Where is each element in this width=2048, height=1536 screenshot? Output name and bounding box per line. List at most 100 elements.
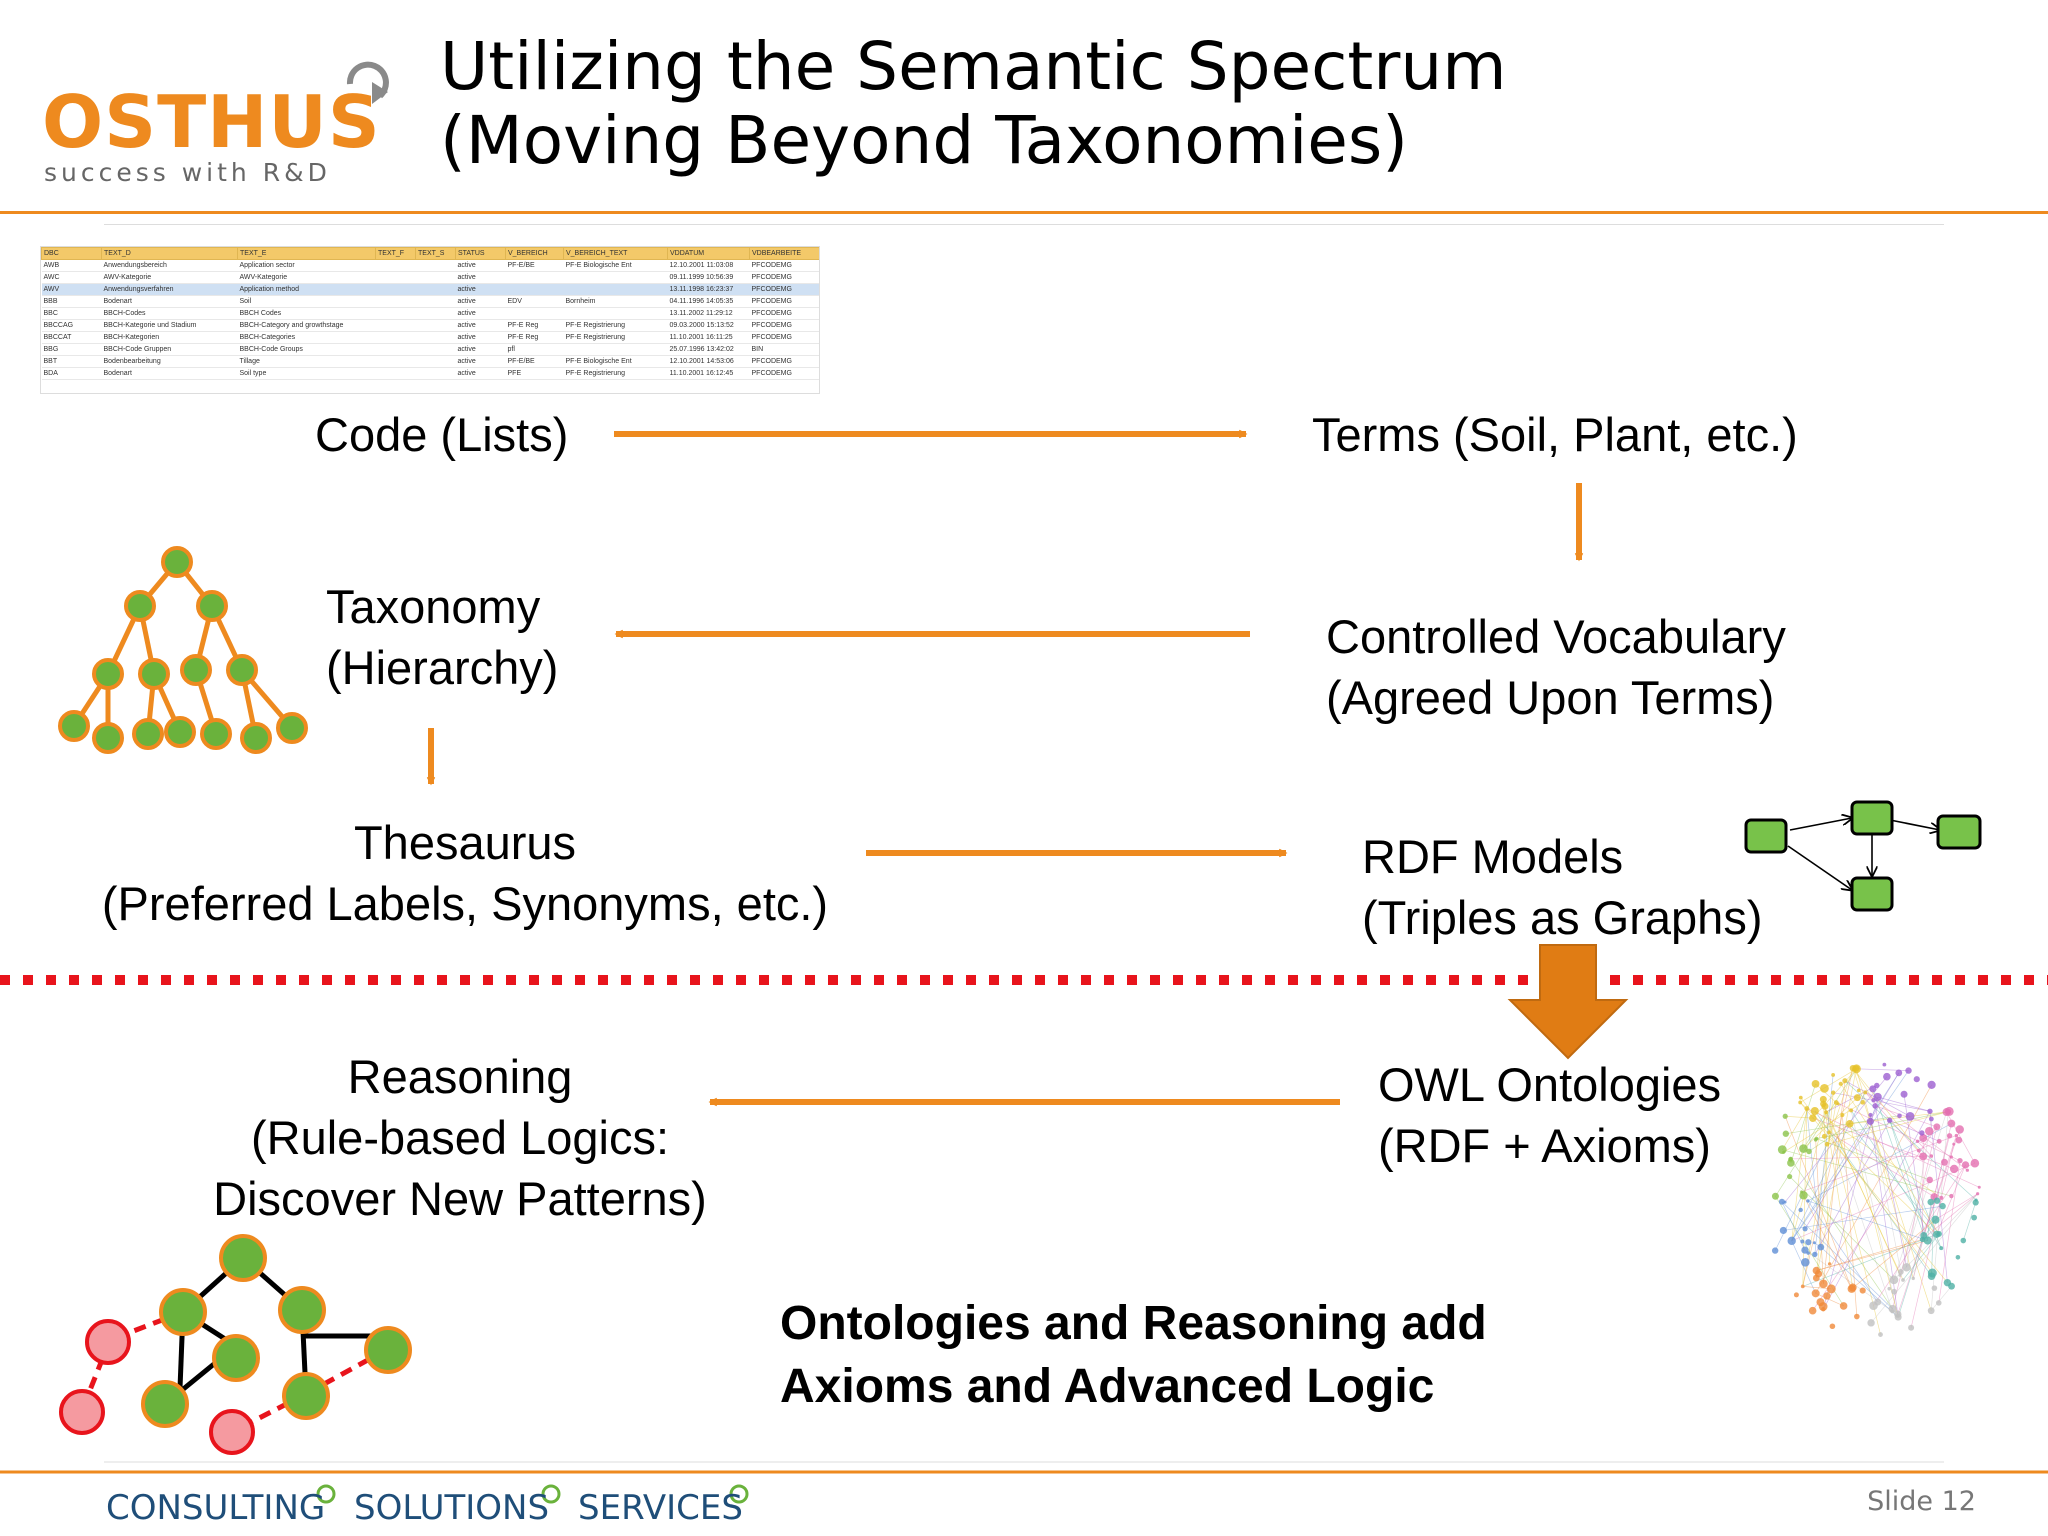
table-cell: PF-E Biologische Ent [563, 259, 668, 272]
table-cell: Bodenbearbeitung [101, 355, 238, 368]
table-cell: Tillage [237, 355, 376, 368]
reasoning-line-3: Discover New Patterns) [213, 1172, 707, 1225]
table-cell: pfl [505, 343, 564, 356]
note-line-1: Ontologies and Reasoning add [780, 1297, 1487, 1350]
table-cell: 09.11.1999 10:56:39 [667, 271, 750, 284]
table-cell: Soil [237, 295, 376, 308]
table-cell [375, 367, 416, 380]
big-down-arrow [1507, 944, 1629, 1060]
table-cell: PF-E Reg [505, 319, 564, 332]
table-cell: PFCODEMG [749, 367, 819, 380]
table-cell: Application method [237, 283, 376, 296]
table-cell [415, 367, 456, 380]
table-cell: 13.11.1998 16:23:37 [667, 283, 750, 296]
table-cell: PF-E Biologische Ent [563, 355, 668, 368]
table-cell [415, 343, 456, 356]
table-cell: Bornheim [563, 295, 668, 308]
table-header-cell: VDBEARBEITE [749, 247, 819, 260]
table-cell [505, 283, 564, 296]
table-cell: active [455, 319, 506, 332]
table-cell: BBCH-Code Gruppen [101, 343, 238, 356]
table-cell: BIN [749, 343, 819, 356]
flow-arrows [431, 434, 1579, 1102]
table-cell: active [455, 295, 506, 308]
table-cell [505, 271, 564, 284]
table-cell: BBCCAT [41, 331, 102, 344]
table-cell [563, 283, 668, 296]
table-cell: 11.10.2001 16:12:45 [667, 367, 750, 380]
table-cell: AWB [41, 259, 102, 272]
title-line-1: Utilizing the Semantic Spectrum [440, 28, 1507, 105]
table-cell: BBB [41, 295, 102, 308]
summary-note: Ontologies and Reasoning add Axioms and … [780, 1292, 1487, 1418]
table-cell: Application sector [237, 259, 376, 272]
table-cell: PFCODEMG [749, 283, 819, 296]
ontology-network-image [1771, 1062, 1981, 1337]
table-cell [415, 271, 456, 284]
table-cell: PFCODEMG [749, 295, 819, 308]
reasoning-line-1: Reasoning [347, 1050, 573, 1103]
title-line-2: (Moving Beyond Taxonomies) [440, 102, 1409, 179]
note-line-2: Axioms and Advanced Logic [780, 1360, 1435, 1413]
thesaurus-line-1: Thesaurus [353, 816, 577, 869]
table-cell [375, 343, 416, 356]
table-cell [375, 295, 416, 308]
table-cell [375, 319, 416, 332]
table-header-cell: DBC [41, 247, 102, 260]
table-cell: Bodenart [101, 367, 238, 380]
owl-line-1: OWL Ontologies [1378, 1058, 1722, 1111]
table-cell: 13.11.2002 11:29:12 [667, 307, 750, 320]
table-cell [415, 331, 456, 344]
table-cell: active [455, 367, 506, 380]
logo-tagline: success with R&D [44, 158, 331, 187]
table-cell: BDA [41, 367, 102, 380]
table-cell: BBCH-Category and growthstage [237, 319, 376, 332]
table-cell [375, 307, 416, 320]
table-cell: BBCH-Kategorien [101, 331, 238, 344]
table-cell: AWV [41, 283, 102, 296]
controlled-vocab-line-2: (Agreed Upon Terms) [1326, 671, 1775, 724]
table-cell [375, 283, 416, 296]
table-cell: PF-E Registrierung [563, 331, 668, 344]
table-cell: Anwendungsverfahren [101, 283, 238, 296]
node-thesaurus: Thesaurus (Preferred Labels, Synonyms, e… [40, 812, 890, 934]
rdf-graph-icon [1744, 800, 1982, 912]
table-cell: Anwendungsbereich [101, 259, 238, 272]
footer-solutions: SOLUTIONS [354, 1488, 550, 1528]
table-cell: active [455, 259, 506, 272]
table-cell: BBC [41, 307, 102, 320]
table-cell: active [455, 283, 506, 296]
table-cell: AWC [41, 271, 102, 284]
table-cell: BBCCAG [41, 319, 102, 332]
table-cell [415, 283, 456, 296]
table-cell: PFCODEMG [749, 355, 819, 368]
table-cell: active [455, 307, 506, 320]
table-cell: BBCH-Codes [101, 307, 238, 320]
table-cell [563, 307, 668, 320]
table-cell [505, 307, 564, 320]
table-header-cell: TEXT_D [101, 247, 238, 260]
table-cell: PFCODEMG [749, 259, 819, 272]
owl-line-2: (RDF + Axioms) [1378, 1119, 1711, 1172]
thesaurus-line-2: (Preferred Labels, Synonyms, etc.) [101, 877, 829, 930]
table-cell: PFCODEMG [749, 271, 819, 284]
table-cell: PF-E Reg [505, 331, 564, 344]
table-cell: PF-E Registrierung [563, 319, 668, 332]
table-cell [375, 271, 416, 284]
table-cell: BBCH Codes [237, 307, 376, 320]
table-cell: Soil type [237, 367, 376, 380]
table-cell: BBCH-Kategorie und Stadium [101, 319, 238, 332]
table-cell: active [455, 331, 506, 344]
footer-services: SERVICES [578, 1488, 743, 1528]
table-cell: AWV-Kategorie [237, 271, 376, 284]
table-cell [415, 355, 456, 368]
table-cell: PFCODEMG [749, 307, 819, 320]
slide-number: Slide 12 [1867, 1486, 1976, 1517]
